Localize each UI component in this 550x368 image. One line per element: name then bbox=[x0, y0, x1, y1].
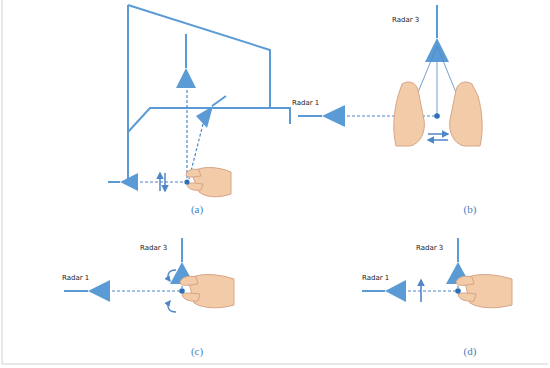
motion-arrow bbox=[164, 173, 166, 191]
radar-symbol bbox=[176, 34, 196, 88]
hand-finger bbox=[186, 169, 201, 177]
sight-line bbox=[186, 90, 187, 179]
radar-label: Radar 1 bbox=[62, 274, 89, 282]
radar-mount bbox=[436, 5, 438, 38]
motion-arrow bbox=[428, 134, 448, 140]
rotation-arrow bbox=[168, 301, 176, 312]
radar-mount bbox=[185, 34, 187, 68]
rotation-arrow bbox=[168, 270, 176, 281]
motion-arrow bbox=[160, 173, 165, 191]
radar-symbol bbox=[425, 5, 449, 62]
radar-antenna bbox=[120, 173, 138, 191]
radar-mount bbox=[298, 115, 322, 117]
radar-label: Radar 3 bbox=[140, 244, 167, 252]
pinch-hand bbox=[456, 275, 512, 308]
radar-mount bbox=[108, 181, 120, 183]
sight-line bbox=[408, 290, 455, 291]
sight-line bbox=[112, 290, 179, 291]
radar-antenna bbox=[196, 106, 213, 128]
pinch-hand bbox=[186, 168, 231, 197]
panel-caption: (d) bbox=[464, 345, 477, 358]
hand-thumb bbox=[187, 183, 203, 190]
radar-antenna bbox=[88, 280, 110, 302]
target-dot bbox=[455, 288, 461, 294]
flat-hand bbox=[394, 82, 425, 146]
radar-mount bbox=[362, 290, 385, 292]
hand-finger bbox=[456, 276, 474, 285]
room-outline bbox=[128, 5, 290, 180]
sight-line bbox=[408, 286, 458, 291]
hand-finger bbox=[180, 276, 198, 285]
radar-label: Radar 1 bbox=[362, 274, 389, 282]
target-dot bbox=[184, 179, 189, 184]
radar-label: Radar 1 bbox=[292, 99, 319, 107]
radar-antenna bbox=[322, 105, 345, 127]
radar-label: Radar 3 bbox=[392, 16, 419, 24]
radar-symbol bbox=[298, 105, 345, 127]
radar-label: Radar 3 bbox=[416, 244, 443, 252]
sight-line bbox=[112, 286, 182, 291]
hand-thumb bbox=[182, 293, 200, 301]
radar-symbol bbox=[196, 96, 226, 128]
sight-line bbox=[181, 286, 182, 288]
motion-arrow bbox=[159, 173, 161, 191]
panel-caption: (a) bbox=[191, 203, 203, 216]
room-wall bbox=[128, 5, 270, 108]
hand-palm bbox=[394, 82, 425, 146]
sight-line bbox=[140, 181, 184, 182]
frame-line bbox=[2, 0, 3, 364]
motion-arrow bbox=[420, 280, 422, 302]
motion-arrow bbox=[428, 133, 448, 135]
radar-symbol bbox=[64, 280, 110, 302]
panel-caption: (b) bbox=[464, 203, 477, 216]
panel-caption: (c) bbox=[191, 345, 203, 358]
frame-line bbox=[2, 364, 548, 365]
target-dot bbox=[434, 113, 440, 119]
room-wall bbox=[127, 5, 129, 180]
radar-symbol bbox=[362, 280, 406, 302]
sight-line bbox=[457, 286, 458, 288]
radar-antenna bbox=[425, 38, 449, 62]
hand-palm bbox=[450, 82, 483, 146]
radar-antenna bbox=[385, 280, 406, 302]
motion-arrow bbox=[428, 139, 448, 141]
target-dot bbox=[179, 288, 185, 294]
radar-mount bbox=[457, 238, 459, 262]
radar-mount bbox=[212, 96, 226, 106]
flat-hand bbox=[450, 82, 483, 146]
radar-antenna bbox=[176, 68, 196, 88]
radar-mount bbox=[64, 290, 88, 292]
field-line bbox=[437, 62, 438, 116]
pinch-hand bbox=[180, 275, 234, 308]
sight-line bbox=[140, 90, 203, 182]
rotation-arrow bbox=[168, 270, 176, 312]
radar-mount bbox=[181, 238, 183, 262]
hand-thumb bbox=[458, 293, 476, 301]
radar-symbol bbox=[108, 173, 138, 191]
